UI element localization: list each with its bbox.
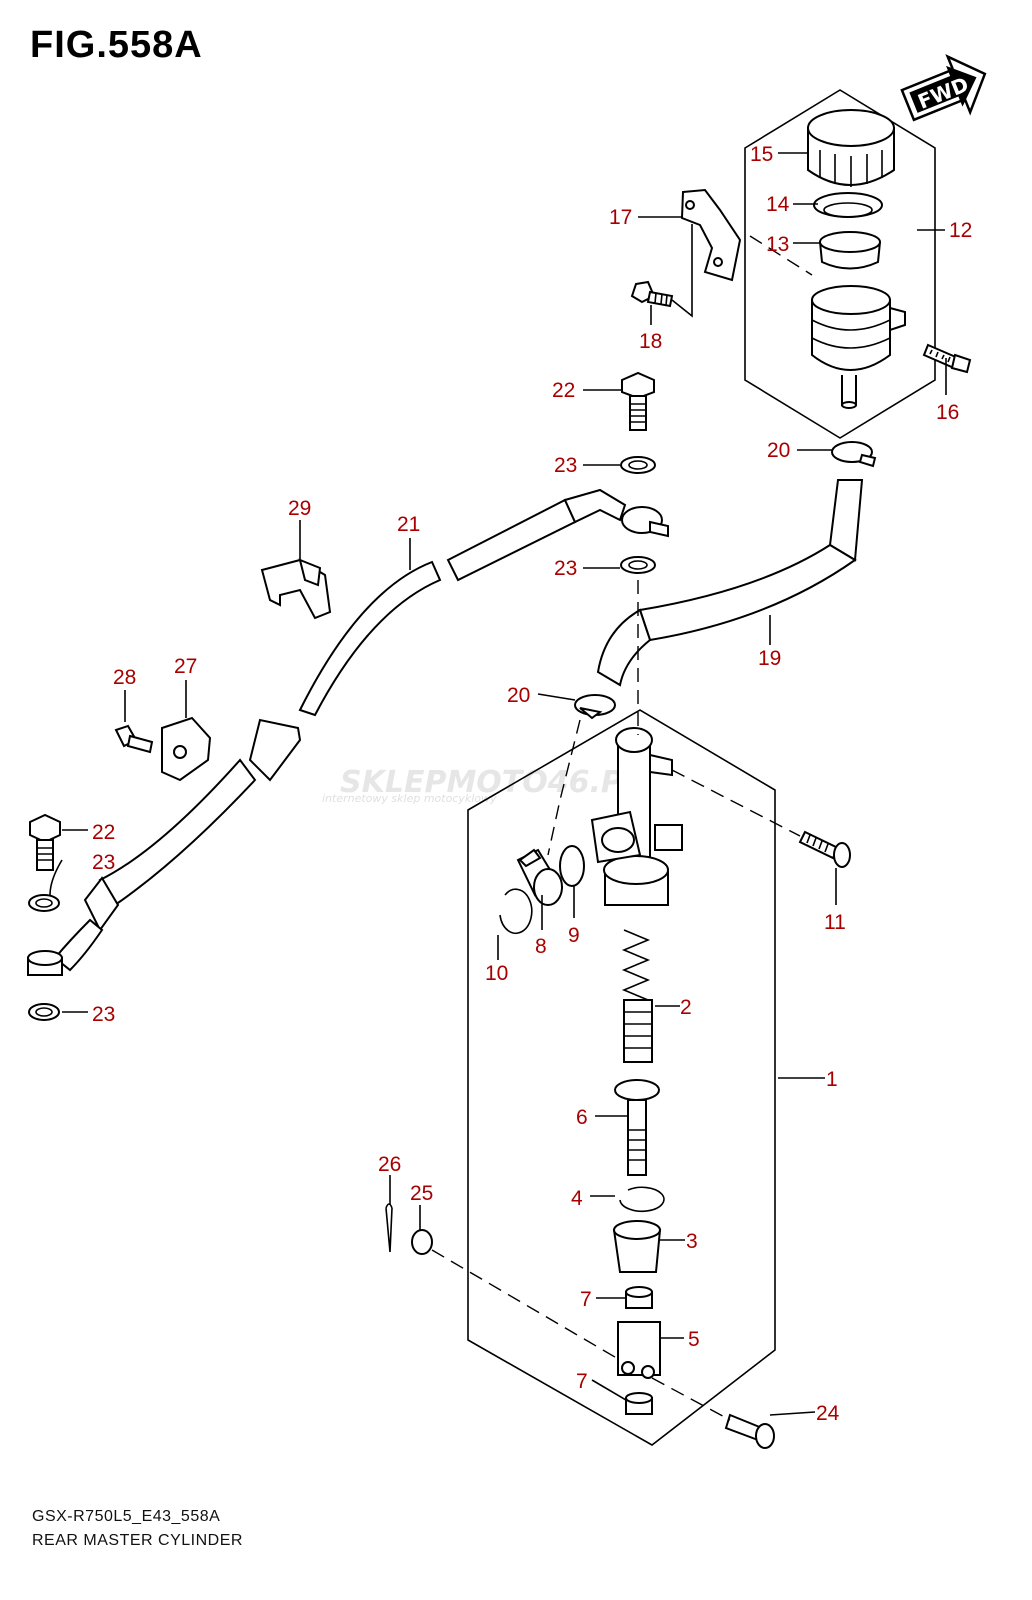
- callout-7-upper: 7: [580, 1288, 592, 1311]
- o-ring: [559, 845, 585, 887]
- cotter-pin: [385, 1203, 393, 1253]
- push-rod-circlip: [619, 1186, 665, 1213]
- watermark-sub: internetowy sklep motocyklowy: [322, 792, 497, 805]
- hose-joint: [516, 848, 563, 906]
- callout-7-lower: 7: [576, 1370, 588, 1393]
- callout-8: 8: [535, 935, 547, 958]
- reservoir-hose: [596, 479, 864, 687]
- reservoir-tank: [811, 285, 906, 409]
- dash-hose-to-cylinder: [547, 719, 581, 856]
- callout-19: 19: [758, 647, 781, 670]
- lock-nut-lower: [625, 1392, 653, 1415]
- callout-3: 3: [686, 1230, 698, 1253]
- callout-22-upper: 22: [552, 379, 575, 402]
- figure-title: FIG.558A: [30, 24, 203, 66]
- clevis-pin: [724, 1413, 775, 1449]
- washer-lower-b: [28, 1003, 60, 1021]
- callout-21: 21: [397, 513, 420, 536]
- figure-code: GSX-R750L5_E43_558A: [32, 1508, 221, 1525]
- callout-20-lower: 20: [507, 684, 530, 707]
- banjo-fitting-upper: [621, 506, 669, 538]
- master-cylinder-group-outline: [467, 709, 776, 1446]
- bracket-bolt: [630, 280, 674, 308]
- hose-clip-upper: [831, 441, 877, 468]
- callout-1: 1: [826, 1068, 838, 1091]
- push-rod: [614, 1079, 660, 1176]
- callout-26: 26: [378, 1153, 401, 1176]
- banjo-fitting-lower: [27, 950, 63, 976]
- dash-cotter: [431, 1249, 621, 1361]
- callout-14: 14: [766, 193, 790, 216]
- callout-5: 5: [688, 1328, 700, 1351]
- callout-24: 24: [816, 1402, 840, 1425]
- watermark: SKLEPMOTO46.PL internetowy sklep motocyk…: [322, 765, 642, 805]
- callout-22-lower: 22: [92, 821, 115, 844]
- pin-washer: [411, 1229, 433, 1255]
- leader-lines: [49, 152, 947, 1416]
- leader-18-bracket: [671, 224, 693, 318]
- callout-16: 16: [936, 401, 959, 424]
- callout-28: 28: [113, 666, 136, 689]
- clevis: [617, 1321, 661, 1379]
- watermark-main: SKLEPMOTO46.PL: [340, 765, 642, 800]
- callout-20-upper: 20: [767, 439, 790, 462]
- washer-upper-hole: [628, 460, 648, 470]
- hose-clip-lower: [574, 694, 616, 720]
- callout-18: 18: [639, 330, 662, 353]
- diaphragm: [819, 231, 881, 270]
- reservoir-bolt: [922, 343, 972, 374]
- callout-15: 15: [750, 143, 773, 166]
- reservoir-cap: [807, 109, 895, 187]
- circlip: [499, 888, 533, 935]
- callout-11: 11: [824, 911, 846, 934]
- dust-boot: [612, 1220, 662, 1273]
- figure-name: REAR MASTER CYLINDER: [32, 1532, 243, 1549]
- mounting-screw: [798, 830, 851, 868]
- callout-23-a: 23: [554, 454, 577, 477]
- dash-13-reservoir: [749, 235, 813, 276]
- diaphragm-plate: [813, 192, 883, 218]
- callout-17: 17: [609, 206, 632, 229]
- lock-nut-upper: [625, 1286, 653, 1309]
- fwd-arrow-icon: FWD: [900, 54, 987, 122]
- master-cylinder-body: [590, 727, 683, 906]
- callout-27: 27: [174, 655, 197, 678]
- washer-lower-a-hole: [35, 898, 53, 908]
- callout-6: 6: [576, 1106, 588, 1129]
- callout-23-b: 23: [554, 557, 577, 580]
- washer-upper: [620, 456, 656, 474]
- hose-holder-clamp: [161, 716, 212, 782]
- washer-lower-b-hole: [35, 1007, 53, 1017]
- banjo-bolt-lower: [29, 813, 61, 871]
- callout-29: 29: [288, 497, 311, 520]
- dash-screw: [671, 769, 801, 837]
- callout-12: 12: [949, 219, 972, 242]
- dash-pin: [651, 1377, 731, 1421]
- reservoir-bracket: [680, 188, 742, 282]
- callout-25: 25: [410, 1182, 433, 1205]
- callout-23-c: 23: [92, 851, 115, 874]
- brake-hose: [53, 488, 627, 972]
- piston-spring-set: [621, 929, 653, 1063]
- callout-4: 4: [571, 1187, 583, 1210]
- callout-23-d: 23: [92, 1003, 115, 1026]
- banjo-bolt-upper: [621, 371, 655, 431]
- reservoir-group-outline: [744, 89, 936, 439]
- washer-lower-a: [28, 894, 60, 912]
- callout-13: 13: [766, 233, 789, 256]
- washer-second-hole: [628, 560, 648, 570]
- callout-labels: 1 2 3 4 5 6 7 7 8 9 10 11 12 13 14 15 16…: [92, 143, 972, 1425]
- clamp-bolt: [114, 724, 154, 754]
- hose-clamp: [260, 558, 332, 620]
- callout-2: 2: [680, 996, 692, 1019]
- washer-second: [620, 556, 656, 574]
- callout-9: 9: [568, 924, 580, 947]
- callout-10: 10: [485, 962, 508, 985]
